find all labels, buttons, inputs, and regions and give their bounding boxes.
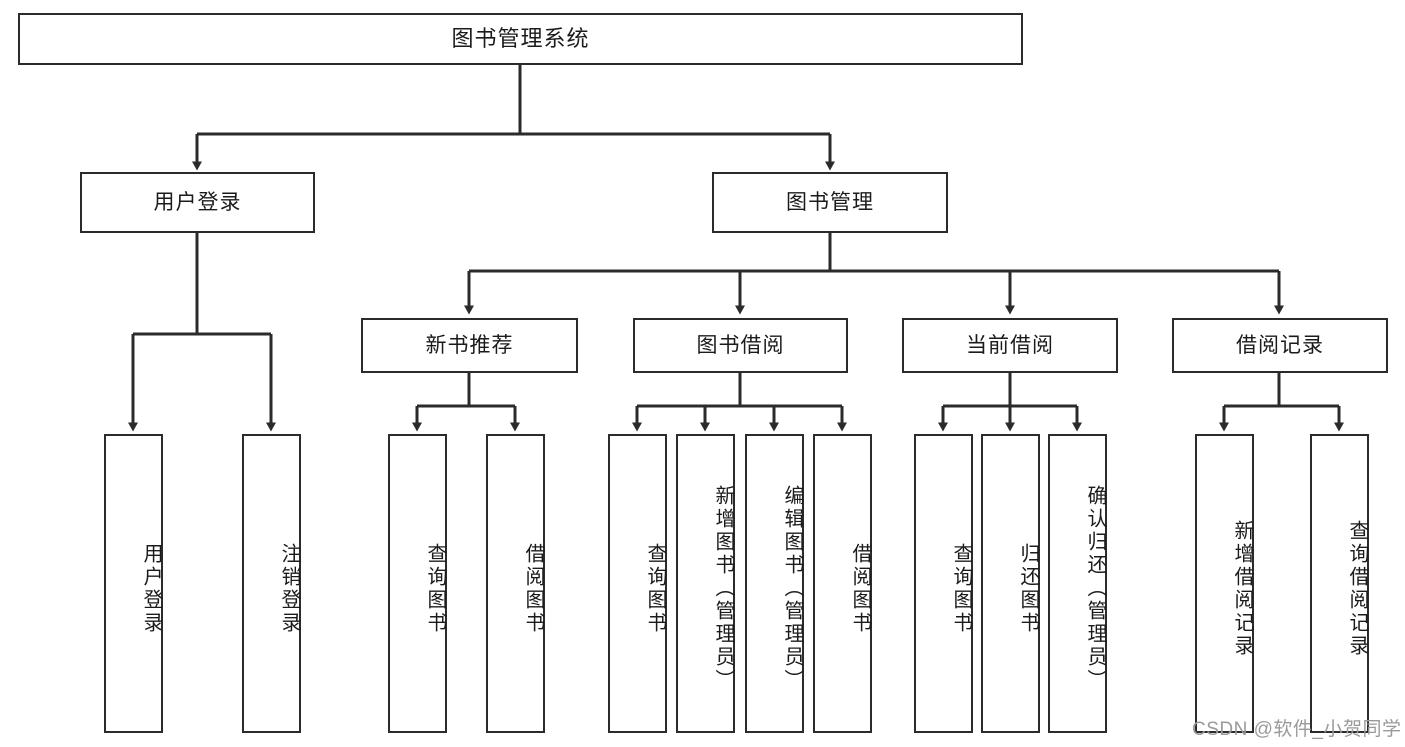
node-book-borrow[interactable]: 图书借阅 xyxy=(633,318,848,373)
node-user-login[interactable]: 用户登录 xyxy=(80,172,315,233)
leaf-edit-book-admin[interactable]: 编辑图书（管理员） xyxy=(745,434,804,733)
node-label: 查询图书 xyxy=(424,542,446,635)
leaf-query-borrow-record[interactable]: 查询借阅记录 xyxy=(1310,434,1369,733)
leaf-borrow-book[interactable]: 借阅图书 xyxy=(813,434,872,733)
node-book-management[interactable]: 图书管理 xyxy=(712,172,948,233)
node-label: 查询借阅记录 xyxy=(1346,519,1368,658)
node-label: 借阅图书 xyxy=(522,542,544,635)
node-label: 当前借阅 xyxy=(966,333,1054,357)
node-label: 编辑图书（管理员） xyxy=(781,485,803,692)
node-label: 图书借阅 xyxy=(696,333,785,357)
node-label: 查询图书 xyxy=(644,542,666,635)
node-label: 新增图书（管理员） xyxy=(712,485,734,692)
csdn-watermark: CSDN @软件_小贺同学 xyxy=(1192,719,1402,740)
node-current-borrow[interactable]: 当前借阅 xyxy=(902,318,1118,373)
leaf-add-book-admin[interactable]: 新增图书（管理员） xyxy=(676,434,735,733)
leaf-borrow-book-recommend[interactable]: 借阅图书 xyxy=(486,434,545,733)
leaf-add-borrow-record[interactable]: 新增借阅记录 xyxy=(1195,434,1254,733)
node-label: 查询图书 xyxy=(950,542,972,635)
node-label: 归还图书 xyxy=(1017,542,1039,635)
node-borrow-record[interactable]: 借阅记录 xyxy=(1172,318,1388,373)
leaf-confirm-return-admin[interactable]: 确认归还（管理员） xyxy=(1048,434,1107,733)
node-label: 用户登录 xyxy=(153,190,242,214)
leaf-query-book-borrow[interactable]: 查询图书 xyxy=(608,434,667,733)
node-new-book-recommend[interactable]: 新书推荐 xyxy=(361,318,578,373)
node-label: 借阅图书 xyxy=(849,542,871,635)
leaf-user-login[interactable]: 用户登录 xyxy=(104,434,163,733)
leaf-logout-login[interactable]: 注销登录 xyxy=(242,434,301,733)
node-label: 借阅记录 xyxy=(1236,333,1324,357)
leaf-query-book-recommend[interactable]: 查询图书 xyxy=(388,434,447,733)
node-label: 新书推荐 xyxy=(425,333,514,357)
node-label: 用户登录 xyxy=(140,542,162,635)
node-label: 确认归还（管理员） xyxy=(1084,485,1106,692)
node-label: 注销登录 xyxy=(278,542,300,635)
leaf-return-book[interactable]: 归还图书 xyxy=(981,434,1040,733)
node-root-book-management-system[interactable]: 图书管理系统 xyxy=(18,13,1023,65)
node-label: 新增借阅记录 xyxy=(1231,519,1253,658)
node-label: 图书管理 xyxy=(786,190,874,214)
node-label: 图书管理系统 xyxy=(451,25,590,51)
leaf-query-book-current[interactable]: 查询图书 xyxy=(914,434,973,733)
